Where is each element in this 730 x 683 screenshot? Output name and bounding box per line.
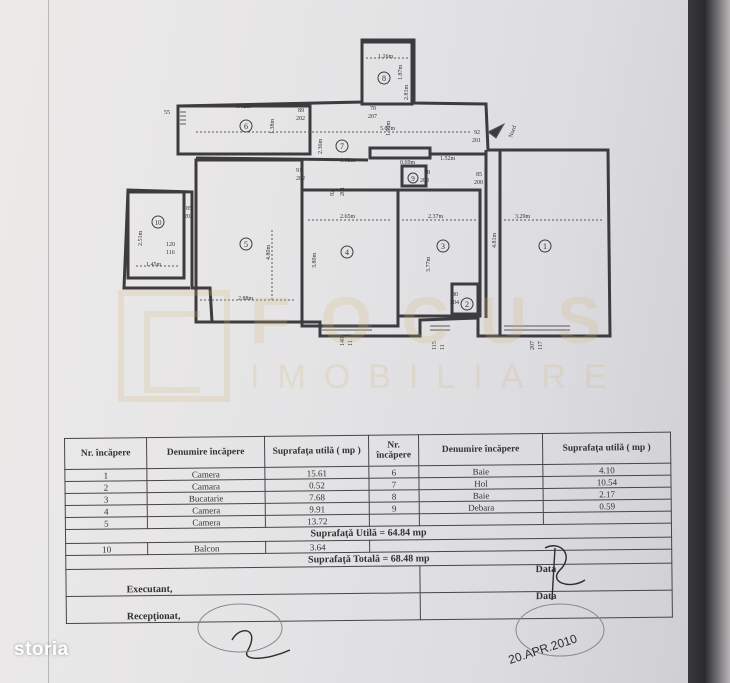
room-8-walls [360,40,414,106]
room-6-number: 6 [244,122,248,131]
stamp-executant-icon [197,603,283,653]
room-10-walls [126,190,186,280]
code-85-a: 85 [476,172,482,178]
code-room-6-area: 89 [298,108,304,114]
room-9-number: 9 [411,175,415,183]
dim-room-8-width: 1.16m [378,54,394,60]
code-room-3-area: 78 [424,170,430,176]
dim-room-6-height: 1.38m [270,119,276,135]
signature-stroke [551,547,556,601]
room-6-marker [239,119,253,133]
outer-wall [122,38,612,338]
code-room-5: 202 [296,176,305,182]
code-92: 92 [474,130,480,136]
document-sheet: 1 2 3 4 5 6 7 8 9 10 3.29m 4.81m 2.37m 3… [0,0,700,683]
door-c-sub: 117 [538,341,544,350]
signatures: 20.APR.2010 [197,545,605,667]
code-room-4-area: 92 [330,190,336,196]
door-c: 207 [530,341,536,350]
code-207: 207 [368,114,377,120]
dim-hall-right: 1.52m [440,156,456,162]
dim-room-4-width: 2.65m [340,214,356,220]
room-4-number: 4 [345,248,349,257]
plan-details [136,57,604,331]
dim-190: 1.90m [386,121,392,137]
plan-walls [122,38,612,338]
room-10-marker [151,215,165,229]
room-9-walls [400,164,428,188]
room-2-number: 2 [465,300,469,309]
code-204: 204 [450,300,459,306]
code-200: 200 [474,180,483,186]
floor-plan: 1 2 3 4 5 6 7 8 9 10 3.29m 4.81m 2.37m 3… [122,38,612,350]
duct-walls [368,146,432,160]
dim-room-8-height: 1.87m [398,65,404,81]
code-85-b: 85 [186,206,192,212]
room-1-number: 1 [543,242,547,251]
door-a-sub: 11 [348,340,354,346]
dim-room-7-height: 2.36m [318,139,324,155]
storia-logo: storia [14,639,69,660]
north-label: Nord [508,125,518,139]
code-70: 70 [370,106,376,112]
door-b: 115 [432,341,438,350]
code-201: 201 [472,138,481,144]
signature-executant [231,630,291,659]
code-room-5-area: 91 [296,168,302,174]
dim-room-9: 0.69m [400,160,416,166]
code-balcony: 120 [166,242,175,248]
room-1-marker [538,239,552,253]
room-9-marker [407,172,419,184]
room-6-walls [176,104,312,156]
room-8-marker [377,71,391,85]
dim-281: 2.81m [404,85,410,101]
room-3-number: 3 [441,242,445,251]
code-room-1-left: 202 [184,214,193,220]
room-3-walls [396,188,482,318]
stamp-receptionat-icon [515,603,605,657]
signature-top [544,545,586,586]
room-5-marker [239,237,253,251]
code-80: 80 [452,292,458,298]
dim-room-5-width: 2.88m [238,296,254,302]
dim-room-6-width: 3.12m [236,104,252,110]
dim-hall-left: 1.92m [340,158,356,164]
room-7-marker [335,139,349,153]
dim-room-5-height: 4.80m [266,245,272,261]
room-2-walls [450,282,480,316]
background-strip [688,0,730,683]
dim-room-1-height: 4.81m [492,233,498,249]
code-room-4: 201 [340,187,346,196]
room-5-number: 5 [244,240,248,249]
dim-room-10-height: 2.51m [138,231,144,247]
door-b-sub: 11 [440,344,446,350]
dim-room-3-height: 3.77m [426,257,432,273]
code-room-6: 202 [296,116,305,122]
code-55: 55 [164,110,170,116]
page-edge [48,0,49,683]
room-4-marker [340,245,354,259]
door-a: 140 [340,337,346,346]
dim-room-10-width: 1.45m [146,262,162,268]
dim-room-4-height: 3.80m [312,253,318,269]
dim-room-7-width: 5.07m [380,126,396,132]
room-3-marker [436,239,450,253]
room-10-number: 10 [155,219,163,227]
dim-room-3-width: 2.37m [428,214,444,220]
room-2-marker [460,297,474,311]
code-room-3: 203 [420,178,429,184]
room-8-number: 8 [382,74,386,83]
code-balcony-sub: 116 [166,250,175,256]
room-7-number: 7 [340,142,344,151]
dim-room-1-width: 3.29m [515,214,531,220]
